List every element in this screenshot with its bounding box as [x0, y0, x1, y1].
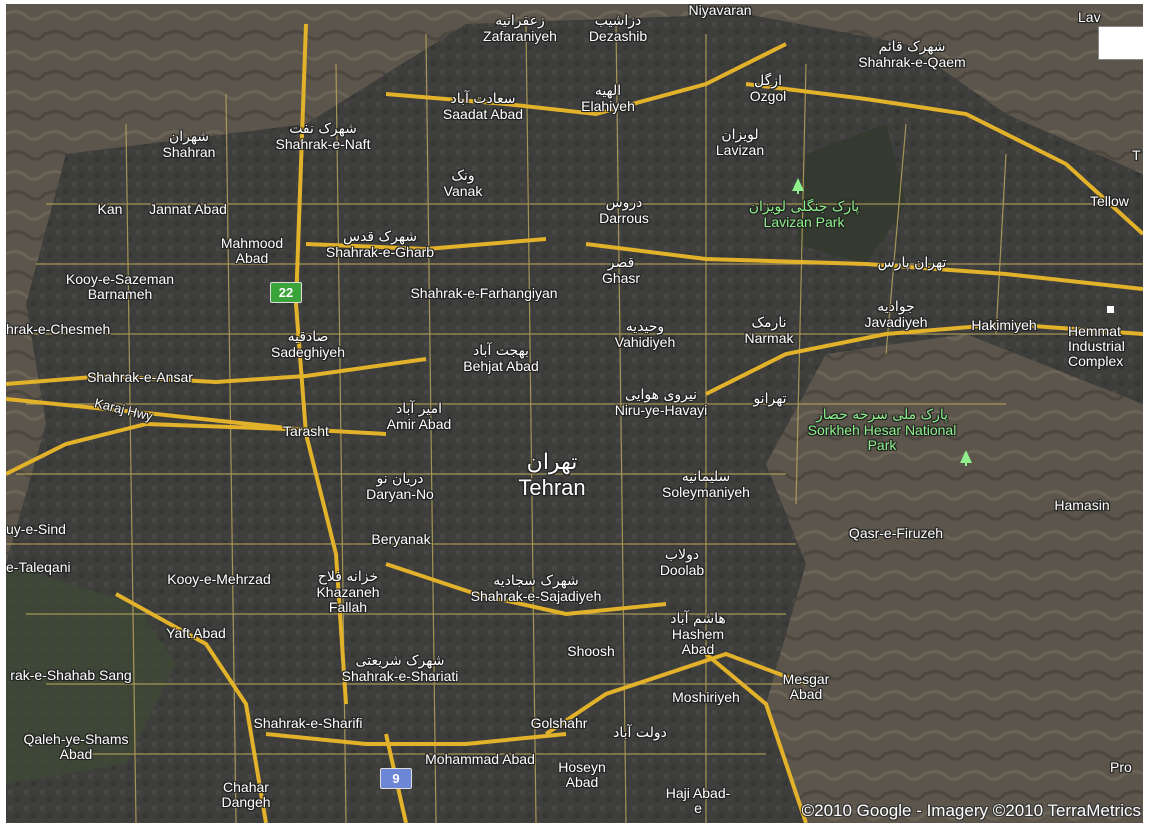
poi-square-icon [1107, 306, 1114, 313]
place-tarasht: Tarasht [283, 423, 329, 439]
place-e-taleqani: e-Taleqani [6, 559, 71, 575]
place-qaleh-ye-shams-abad: Qaleh-ye-Shams Abad [23, 731, 129, 762]
place-tehran-pars: تهران پارس [877, 255, 947, 271]
place-hakimiyeh: Hakimiyeh [971, 317, 1037, 333]
place-kuy-e-sind: uy-e-Sind [6, 521, 66, 537]
place-mesgar-abad: Mesgar Abad [782, 671, 830, 702]
place-shoosh: Shoosh [567, 643, 615, 659]
place-shahrak-e-farhangiyan: Shahrak-e-Farhangiyan [410, 285, 558, 301]
place-mohammad-abad: Mohammad Abad [425, 751, 535, 767]
place-pro: Pro [1110, 759, 1132, 775]
place-hamasin: Hamasin [1054, 497, 1110, 513]
place-shahrak-e-chesmeh: hrak-e-Chesmeh [6, 321, 111, 337]
place-t-edge: T [1132, 147, 1141, 163]
map-control-box[interactable] [1098, 26, 1143, 60]
place-qasr-e-firuzeh: Qasr-e-Firuzeh [848, 525, 944, 541]
place-kooy-e-sazeman-barnameh: Kooy-e-Sazeman Barnameh [65, 271, 175, 302]
place-niyavaran: Niyavaran [688, 4, 752, 18]
place-yaft-abad: Yaft Abad [166, 625, 226, 641]
park-tree-icon [792, 178, 804, 194]
place-haji-abad: Haji Abad-e [665, 785, 731, 816]
place-hoseyn-abad: Hoseyn Abad [558, 759, 606, 790]
route-shield-9: 9 [380, 768, 412, 789]
place-lav: Lav [1078, 9, 1101, 25]
place-beryanak: Beryanak [371, 531, 431, 547]
forest-park [796, 124, 906, 264]
place-chahar-dangeh: Chahar Dangeh [221, 779, 271, 810]
place-moshiriyeh: Moshiriyeh [672, 689, 740, 705]
place-shahrak-e-sharifi: Shahrak-e-Sharifi [253, 715, 363, 731]
place-mahmood-abad: Mahmood Abad [220, 235, 284, 266]
place-tehranno: تهرانو [753, 391, 787, 407]
place-kooy-e-mehrzad: Kooy-e-Mehrzad [167, 571, 271, 587]
map-base-layer [6, 4, 1143, 823]
route-shield-22: 22 [270, 282, 302, 303]
place-tellow: Tellow [1090, 193, 1129, 209]
major-roads [6, 23, 1143, 823]
place-jannat-abad: Jannat Abad [149, 201, 227, 217]
place-golshahr: Golshahr [530, 715, 588, 731]
place-dolat-abad: دولت آباد [613, 725, 667, 741]
place-shahrak-e-shahab-sang: rak-e-Shahab Sang [10, 667, 132, 683]
park-tree-icon [960, 450, 972, 466]
place-shahrak-e-ansar: Shahrak-e-Ansar [87, 369, 193, 385]
place-hemmat: Hemmat Industrial Complex [1068, 323, 1125, 369]
map-copyright: ©2010 Google - Imagery ©2010 TerraMetric… [801, 801, 1141, 820]
place-kan: Kan [97, 201, 123, 217]
